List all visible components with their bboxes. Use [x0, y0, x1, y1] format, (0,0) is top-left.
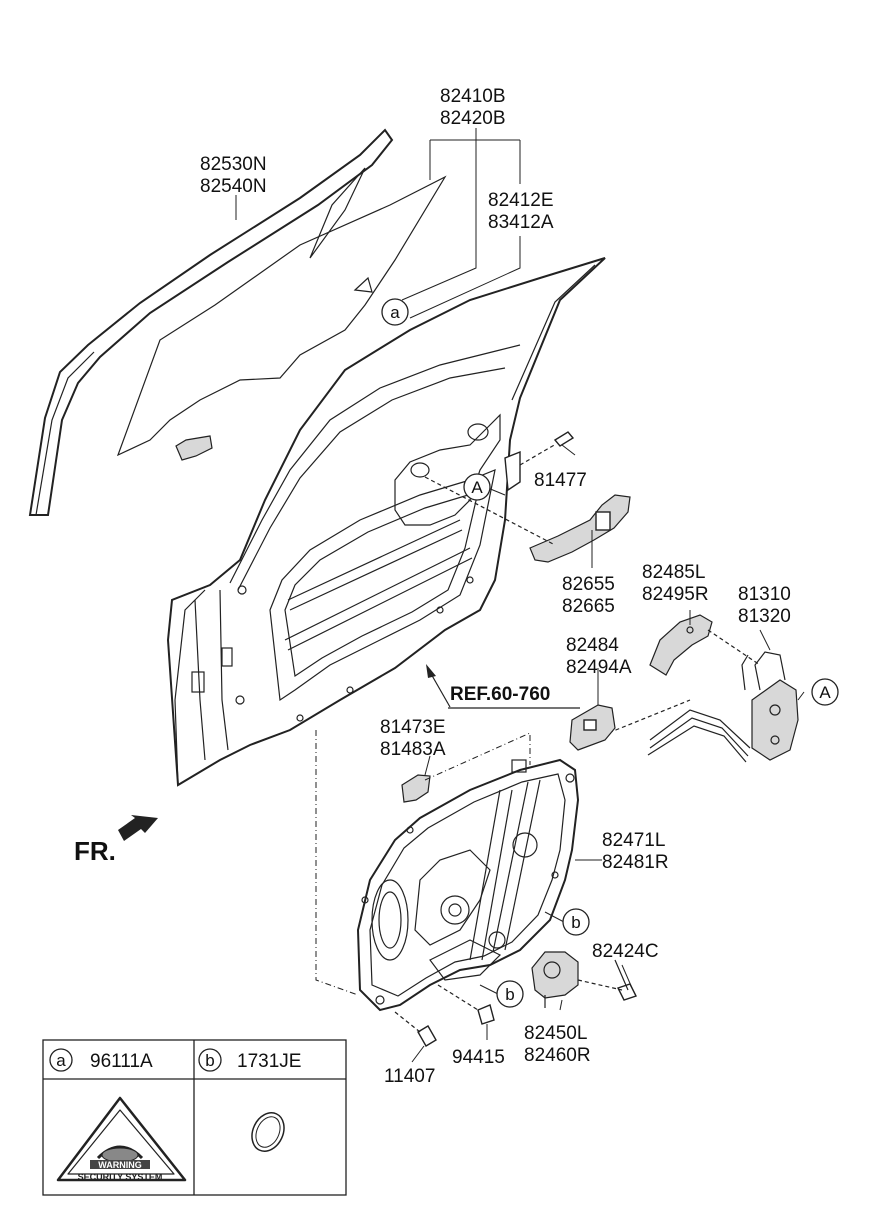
svg-text:A: A — [471, 478, 483, 497]
door-latch — [595, 651, 799, 763]
label-82460r: 82460R — [524, 1045, 591, 1066]
callout-A-frame: A — [463, 473, 491, 501]
callout-b-panel: b — [562, 908, 590, 936]
callout-a-glass: a — [381, 298, 409, 326]
bolt-11407 — [394, 1011, 437, 1047]
ref-label: REF.60-760 — [426, 664, 580, 709]
label-81483a: 81483A — [380, 739, 446, 760]
svg-text:b: b — [505, 985, 514, 1004]
svg-text:REF.60-760: REF.60-760 — [450, 684, 550, 705]
label-81320: 81320 — [738, 606, 791, 627]
label-82655: 82655 — [562, 574, 615, 595]
svg-text:a: a — [390, 303, 400, 322]
legend-b-header: b 1731JE — [198, 1048, 301, 1072]
door-glass — [116, 167, 447, 461]
svg-text:b: b — [205, 1051, 214, 1070]
svg-text:SECURITY SYSTEM: SECURITY SYSTEM — [78, 1172, 163, 1182]
handle-bracket — [424, 476, 631, 563]
label-82484: 82484 — [566, 635, 619, 656]
leader-lines — [235, 128, 805, 1063]
svg-text:1731JE: 1731JE — [237, 1051, 301, 1072]
grommet-icon — [251, 1112, 285, 1152]
door-frame — [166, 257, 606, 787]
label-82471l: 82471L — [602, 830, 665, 851]
svg-text:FR.: FR. — [74, 836, 116, 866]
svg-text:A: A — [819, 683, 831, 702]
assembly-lines — [315, 730, 531, 996]
bracket-81477 — [504, 431, 575, 492]
svg-text:b: b — [571, 913, 580, 932]
label-94415: 94415 — [452, 1047, 505, 1068]
label-82481r: 82481R — [602, 852, 669, 873]
label-82424c: 82424C — [592, 941, 659, 962]
label-81473e: 81473E — [380, 717, 446, 738]
door-check-rod — [649, 614, 761, 676]
svg-text:a: a — [56, 1051, 66, 1070]
label-11407: 11407 — [384, 1066, 435, 1087]
label-82410b: 82410B — [440, 86, 506, 107]
label-81310: 81310 — [738, 584, 791, 605]
label-82412e: 82412E — [488, 190, 554, 211]
svg-text:96111A: 96111A — [90, 1051, 153, 1072]
label-82494a: 82494A — [566, 657, 632, 678]
latch-bracket — [569, 704, 616, 751]
label-82665: 82665 — [562, 596, 615, 617]
screw-82424c — [577, 959, 637, 1001]
window-motor — [531, 951, 579, 1008]
svg-text:WARNING: WARNING — [98, 1160, 142, 1170]
label-82420b: 82420B — [440, 108, 506, 129]
glass-run-channel — [28, 128, 394, 516]
module-clip — [401, 774, 431, 803]
front-direction-arrow: FR. — [74, 815, 158, 866]
label-82530n: 82530N — [200, 154, 267, 175]
label-81477: 81477 — [534, 470, 587, 491]
door-module-panel — [356, 758, 580, 1012]
label-82540n: 82540N — [200, 176, 267, 197]
label-82485l: 82485L — [642, 562, 705, 583]
legend-table: a 96111A b 1731JE WARNING SECURITY SYSTE… — [42, 1039, 347, 1196]
callout-b-lower: b — [496, 980, 524, 1008]
legend-a-header: a 96111A — [49, 1048, 153, 1072]
label-82495r: 82495R — [642, 584, 709, 605]
label-82450l: 82450L — [524, 1023, 587, 1044]
callout-A-latch: A — [811, 678, 839, 706]
bolt-94415 — [437, 984, 495, 1025]
label-83412a: 83412A — [488, 212, 554, 233]
warning-badge-icon: WARNING SECURITY SYSTEM — [56, 1096, 187, 1182]
